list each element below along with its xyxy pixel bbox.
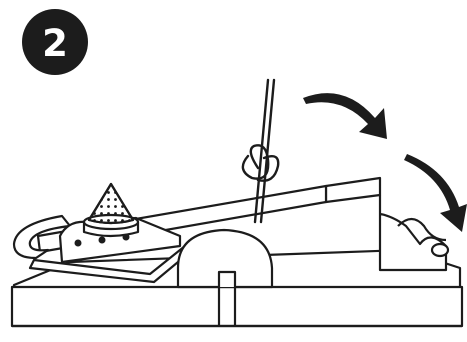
upright-wire	[241, 78, 280, 224]
base-front-slot	[217, 287, 237, 326]
motion-arrows	[303, 93, 467, 232]
step-badge-circle	[22, 9, 88, 75]
pedal-hole	[74, 239, 82, 247]
wire-loop	[241, 144, 270, 180]
curved-arrow-icon	[303, 93, 387, 139]
curved-arrow-icon	[404, 154, 467, 232]
pedal-hole	[98, 236, 106, 244]
wire-loop-outer	[256, 155, 280, 182]
dome-slot	[217, 270, 237, 287]
spring-curl	[430, 242, 450, 258]
base-front	[10, 285, 464, 328]
wire-rod-edge	[259, 78, 276, 224]
cheese-outline	[87, 182, 135, 225]
step-badge: 2	[22, 9, 88, 75]
block-side	[378, 195, 448, 272]
cheese-icon	[87, 182, 135, 225]
arm-loop	[12, 214, 72, 260]
dome-shape	[176, 228, 274, 289]
step-number: 2	[42, 22, 68, 65]
block-top	[324, 176, 382, 204]
wire-rod	[253, 78, 270, 224]
hinge-dome	[176, 228, 274, 289]
spring-coil	[397, 217, 447, 242]
bait-cup	[82, 182, 140, 238]
